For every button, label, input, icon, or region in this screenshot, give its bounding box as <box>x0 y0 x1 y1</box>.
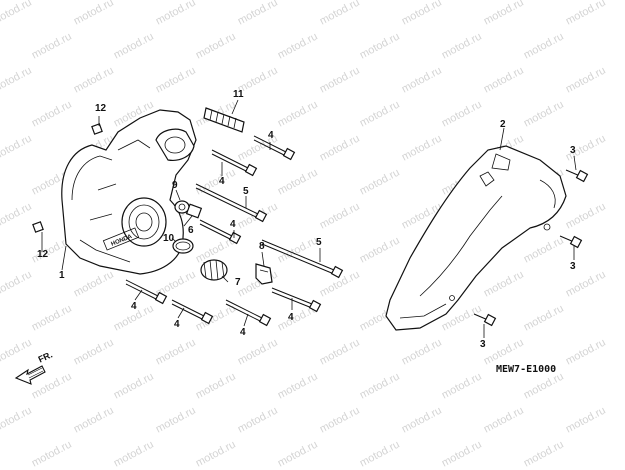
callout-7: 7 <box>235 277 241 288</box>
callout-6: 6 <box>188 225 194 236</box>
left-crankcase-cover <box>61 109 197 275</box>
callout-5: 5 <box>316 237 322 248</box>
callout-10: 10 <box>163 233 175 244</box>
cable-grommet <box>203 107 245 133</box>
callout-1: 1 <box>59 270 65 281</box>
callout-4: 4 <box>268 130 274 141</box>
dowel-pin-upper <box>91 123 103 135</box>
plug-7 <box>200 259 228 281</box>
callout-4: 4 <box>174 319 180 330</box>
cover-bolts <box>473 169 589 327</box>
callout-4: 4 <box>219 176 225 187</box>
dowel-pin-lower <box>32 221 44 233</box>
figure-code: MEW7-E1000 <box>496 364 557 375</box>
o-ring-10 <box>172 238 194 254</box>
left-rear-cover <box>385 145 567 331</box>
callout-3: 3 <box>480 339 486 350</box>
leader-lines <box>41 99 577 338</box>
callout-3: 3 <box>570 261 576 272</box>
oil-seal-9 <box>174 200 190 214</box>
callout-3: 3 <box>570 145 576 156</box>
callout-4: 4 <box>230 219 236 230</box>
callout-4: 4 <box>288 312 294 323</box>
callout-4: 4 <box>240 327 246 338</box>
callout-5: 5 <box>243 186 249 197</box>
callout-2: 2 <box>500 119 506 130</box>
callout-8: 8 <box>259 241 265 252</box>
callout-9: 9 <box>172 180 178 191</box>
bolt-6 <box>185 203 203 219</box>
callout-11: 11 <box>233 89 244 100</box>
callout-12: 12 <box>37 249 49 260</box>
callout-4: 4 <box>131 301 137 312</box>
clamp-8 <box>255 263 273 285</box>
front-arrow-icon <box>14 365 46 385</box>
callout-12: 12 <box>95 103 107 114</box>
